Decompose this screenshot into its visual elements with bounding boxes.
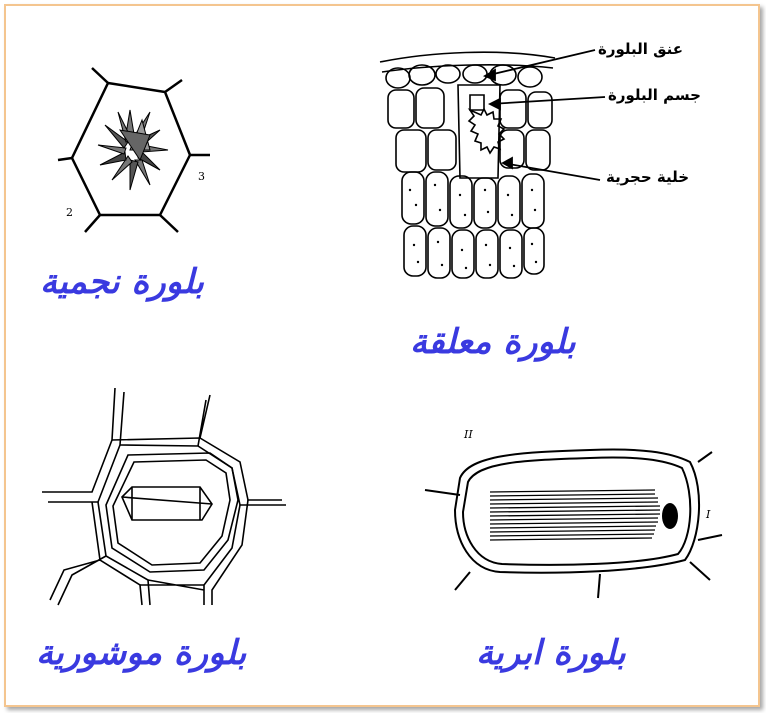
needle-marker-II: II — [464, 428, 473, 441]
needle-marker-I: I — [706, 508, 710, 521]
label-stone-cell: خلية حجرية — [606, 168, 689, 186]
needle-crystal-drawing — [425, 450, 722, 599]
label-crystal-neck: عنق البلورة — [598, 40, 683, 58]
caption-prism-crystal: بلورة موشورية — [36, 633, 246, 673]
caption-hanging-crystal: بلورة معلقة — [410, 322, 576, 362]
star-marker-2: 2 — [66, 206, 73, 219]
star-crystal-cluster — [98, 110, 168, 190]
star-marker-3: 3 — [198, 170, 205, 183]
needle-cell-nucleus — [662, 503, 678, 529]
caption-needle-crystal: بلورة ابرية — [476, 633, 626, 673]
hanging-crystal-leader-lines — [485, 50, 605, 180]
label-crystal-body: جسم البلورة — [608, 86, 701, 104]
prism-crystal-drawing — [42, 388, 286, 605]
needle-raphides — [490, 490, 660, 540]
hanging-crystal-drawing — [380, 52, 555, 278]
caption-star-crystal: بلورة نجمية — [40, 262, 204, 302]
